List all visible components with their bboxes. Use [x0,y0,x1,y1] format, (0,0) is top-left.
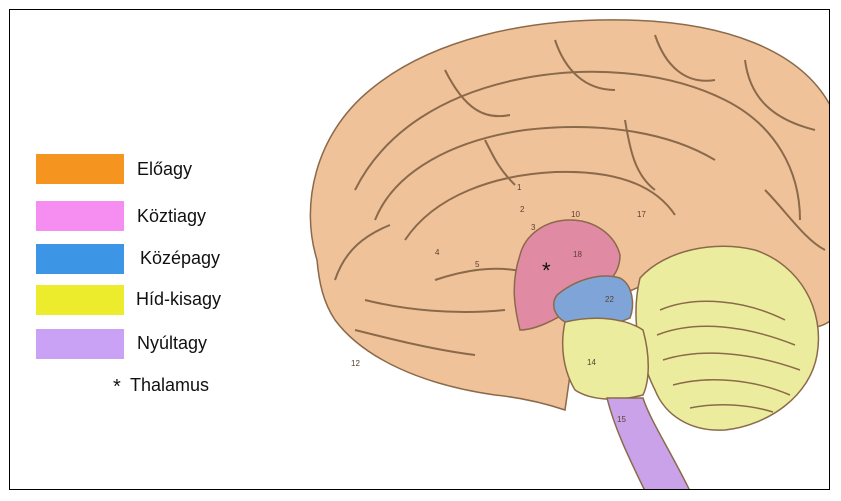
legend-swatch-midbrain [36,244,124,274]
thalamus-star-icon: * [542,258,551,283]
structure-number: 2 [520,205,525,214]
structure-number: 5 [475,260,480,269]
legend-label-forebrain: Előagy [137,159,192,180]
structure-number: 1 [517,183,522,192]
legend: Előagy Köztiagy Középagy Híd-kisagy Nyúl… [10,10,310,489]
brain-sagittal-section: * 1 2 3 4 5 10 12 14 15 17 18 22 [295,10,830,490]
cerebellum-region [636,246,819,430]
pons-region [563,318,649,399]
legend-swatch-medulla [36,329,124,359]
legend-label-midbrain: Középagy [140,248,220,269]
legend-swatch-forebrain [36,154,124,184]
structure-number: 10 [571,210,580,219]
structure-number: 15 [617,415,626,424]
legend-label-diencephalon: Köztiagy [137,206,206,227]
legend-label-pons-cerebellum: Híd-kisagy [136,289,221,310]
legend-swatch-pons-cerebellum [36,285,124,315]
brain-illustration: * 1 2 3 4 5 10 12 14 15 17 18 22 [295,10,830,490]
legend-label-medulla: Nyúltagy [137,333,207,354]
structure-number: 18 [573,250,582,259]
legend-label-thalamus: Thalamus [130,375,209,396]
structure-number: 22 [605,295,614,304]
figure-frame: Előagy Köztiagy Középagy Híd-kisagy Nyúl… [9,9,830,490]
legend-swatch-diencephalon [36,201,124,231]
structure-number: 4 [435,248,440,257]
structure-number: 12 [351,359,360,368]
structure-number: 3 [531,223,536,232]
legend-thalamus-star-icon: * [113,376,121,399]
structure-number: 17 [637,210,646,219]
structure-number: 14 [587,358,596,367]
